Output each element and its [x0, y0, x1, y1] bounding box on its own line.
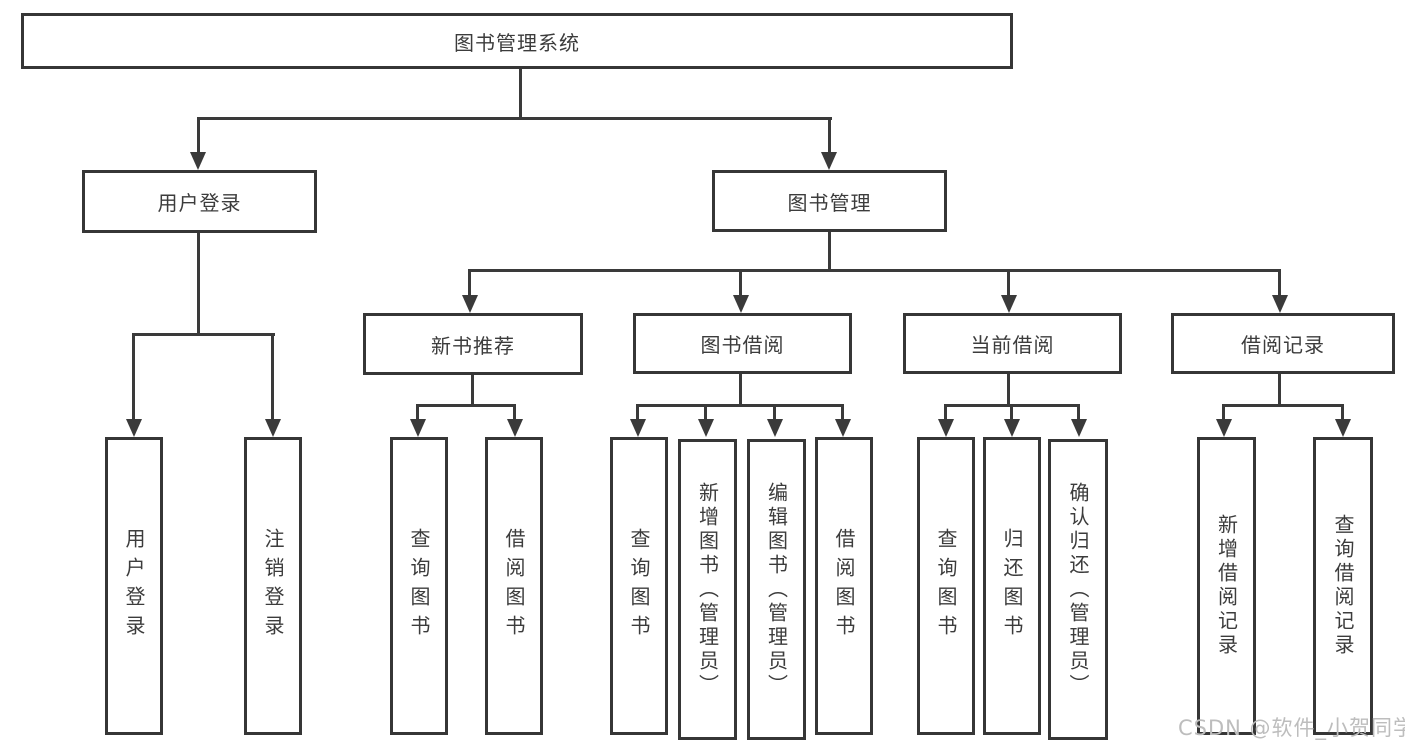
connector-line	[132, 333, 135, 419]
connector-line	[828, 117, 831, 155]
connector-line	[1341, 404, 1344, 421]
connector-line	[468, 269, 471, 297]
leaf-edit-books-admin: 编辑图书（管理员）	[747, 439, 806, 740]
leaf-add-books-admin: 新增图书（管理员）	[678, 439, 737, 740]
arrowhead-icon	[1004, 419, 1020, 437]
connector-line	[471, 374, 474, 407]
node-borrowing-records: 借阅记录	[1171, 313, 1395, 374]
leaf-query-books-recommend: 查询图书	[390, 437, 448, 735]
connector-line	[739, 374, 742, 407]
connector-line	[1278, 374, 1281, 407]
connector-line	[841, 404, 844, 421]
connector-line	[944, 404, 947, 421]
connector-line	[828, 232, 831, 272]
arrowhead-icon	[126, 419, 142, 437]
connector-line	[513, 404, 516, 421]
connector-line	[1010, 404, 1013, 421]
connector-line	[197, 117, 832, 120]
connector-line	[704, 404, 707, 421]
arrowhead-icon	[1272, 295, 1288, 313]
arrowhead-icon	[265, 419, 281, 437]
arrowhead-icon	[1335, 419, 1351, 437]
connector-line	[1222, 404, 1225, 421]
arrowhead-icon	[410, 419, 426, 437]
arrowhead-icon	[630, 419, 646, 437]
connector-line	[636, 404, 639, 421]
leaf-add-borrow-record: 新增借阅记录	[1197, 437, 1256, 735]
connector-line	[132, 333, 275, 336]
arrowhead-icon	[767, 419, 783, 437]
arrowhead-icon	[835, 419, 851, 437]
node-library-management-system: 图书管理系统	[21, 13, 1013, 69]
connector-line	[773, 404, 776, 421]
arrowhead-icon	[698, 419, 714, 437]
connector-line	[416, 404, 419, 421]
arrowhead-icon	[733, 295, 749, 313]
arrowhead-icon	[507, 419, 523, 437]
arrowhead-icon	[1216, 419, 1232, 437]
connector-line	[197, 233, 200, 336]
arrowhead-icon	[1071, 419, 1087, 437]
connector-line	[1222, 404, 1344, 407]
leaf-borrow-books: 借阅图书	[815, 437, 873, 735]
node-book-borrowing: 图书借阅	[633, 313, 852, 374]
connector-line	[416, 404, 516, 407]
connector-line	[636, 404, 843, 407]
arrowhead-icon	[821, 152, 837, 170]
connector-line	[739, 269, 742, 297]
leaf-query-books-borrowing: 查询图书	[610, 437, 668, 735]
connector-line	[519, 69, 522, 118]
leaf-user-login: 用户登录	[105, 437, 163, 735]
connector-line	[197, 117, 200, 155]
leaf-borrow-books-recommend: 借阅图书	[485, 437, 543, 735]
leaf-logout: 注销登录	[244, 437, 302, 735]
connector-line	[1077, 404, 1080, 421]
leaf-query-books-current: 查询图书	[917, 437, 975, 735]
node-book-management: 图书管理	[712, 170, 947, 232]
connector-line	[271, 333, 274, 419]
node-user-login: 用户登录	[82, 170, 317, 233]
connector-line	[1007, 374, 1010, 407]
arrowhead-icon	[190, 152, 206, 170]
leaf-return-books: 归还图书	[983, 437, 1041, 735]
arrowhead-icon	[462, 295, 478, 313]
leaf-confirm-return-admin: 确认归还（管理员）	[1048, 439, 1108, 740]
arrowhead-icon	[938, 419, 954, 437]
connector-line	[1007, 269, 1010, 297]
arrowhead-icon	[1001, 295, 1017, 313]
node-new-book-recommendation: 新书推荐	[363, 313, 583, 375]
node-current-borrowing: 当前借阅	[903, 313, 1122, 374]
connector-line	[468, 269, 1281, 272]
leaf-query-borrow-record: 查询借阅记录	[1313, 437, 1373, 735]
csdn-watermark: CSDN @软件_小贺同学	[1178, 716, 1405, 740]
connector-line	[1278, 269, 1281, 297]
